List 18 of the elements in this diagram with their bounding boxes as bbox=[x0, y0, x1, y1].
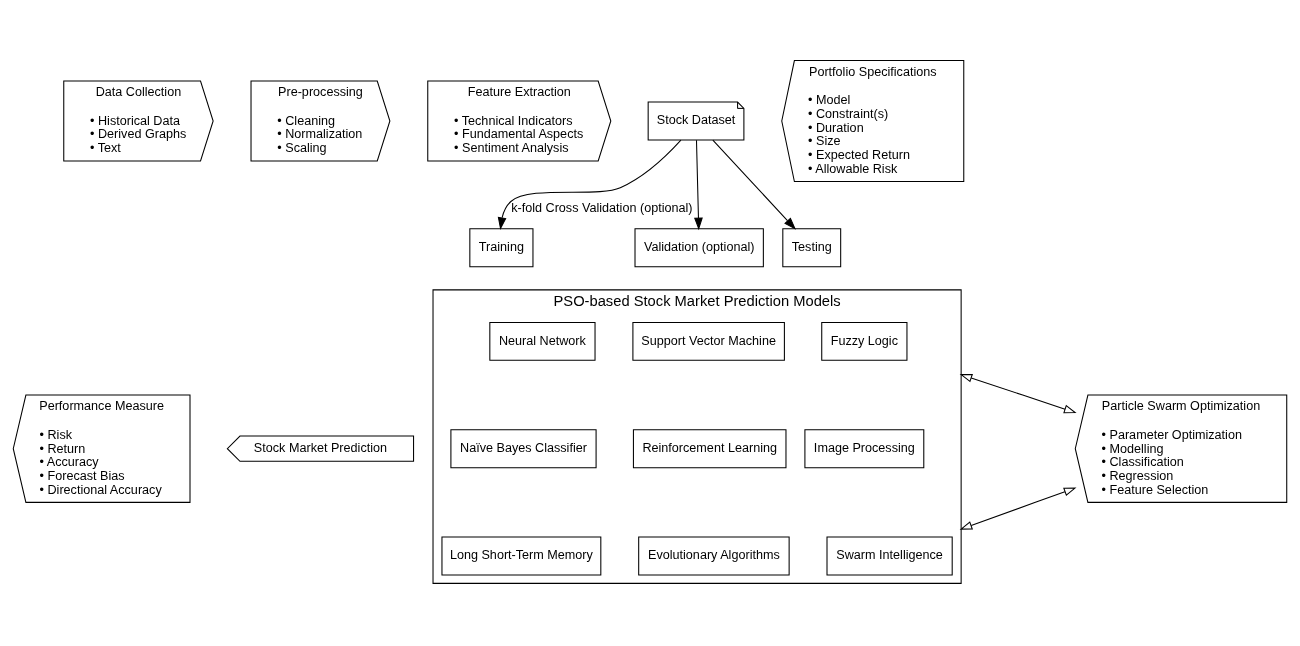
node-box: Training bbox=[469, 228, 534, 268]
node-box: Support Vector Machine bbox=[632, 321, 785, 361]
arrow bbox=[712, 139, 796, 230]
node-box: Fuzzy Logic bbox=[821, 321, 908, 361]
arrow bbox=[497, 139, 682, 230]
arrow bbox=[694, 139, 703, 231]
node-box: Evolutionary Algorithms bbox=[638, 536, 790, 576]
node-box: Image Processing bbox=[804, 429, 925, 469]
arrow bbox=[959, 487, 1077, 530]
node-box: Reinforcement Learning bbox=[632, 429, 787, 469]
node-box: Neural Network bbox=[489, 321, 596, 361]
node-box: Validation (optional) bbox=[634, 228, 764, 268]
edge-label: k-fold Cross Validation (optional) bbox=[511, 200, 693, 215]
node-box: Testing bbox=[782, 228, 842, 268]
node-box: Long Short-Term Memory bbox=[441, 536, 602, 576]
node-box: Swarm Intelligence bbox=[826, 536, 953, 576]
arrow bbox=[959, 373, 1077, 414]
node-box: Naïve Bayes Classifier bbox=[450, 429, 597, 469]
